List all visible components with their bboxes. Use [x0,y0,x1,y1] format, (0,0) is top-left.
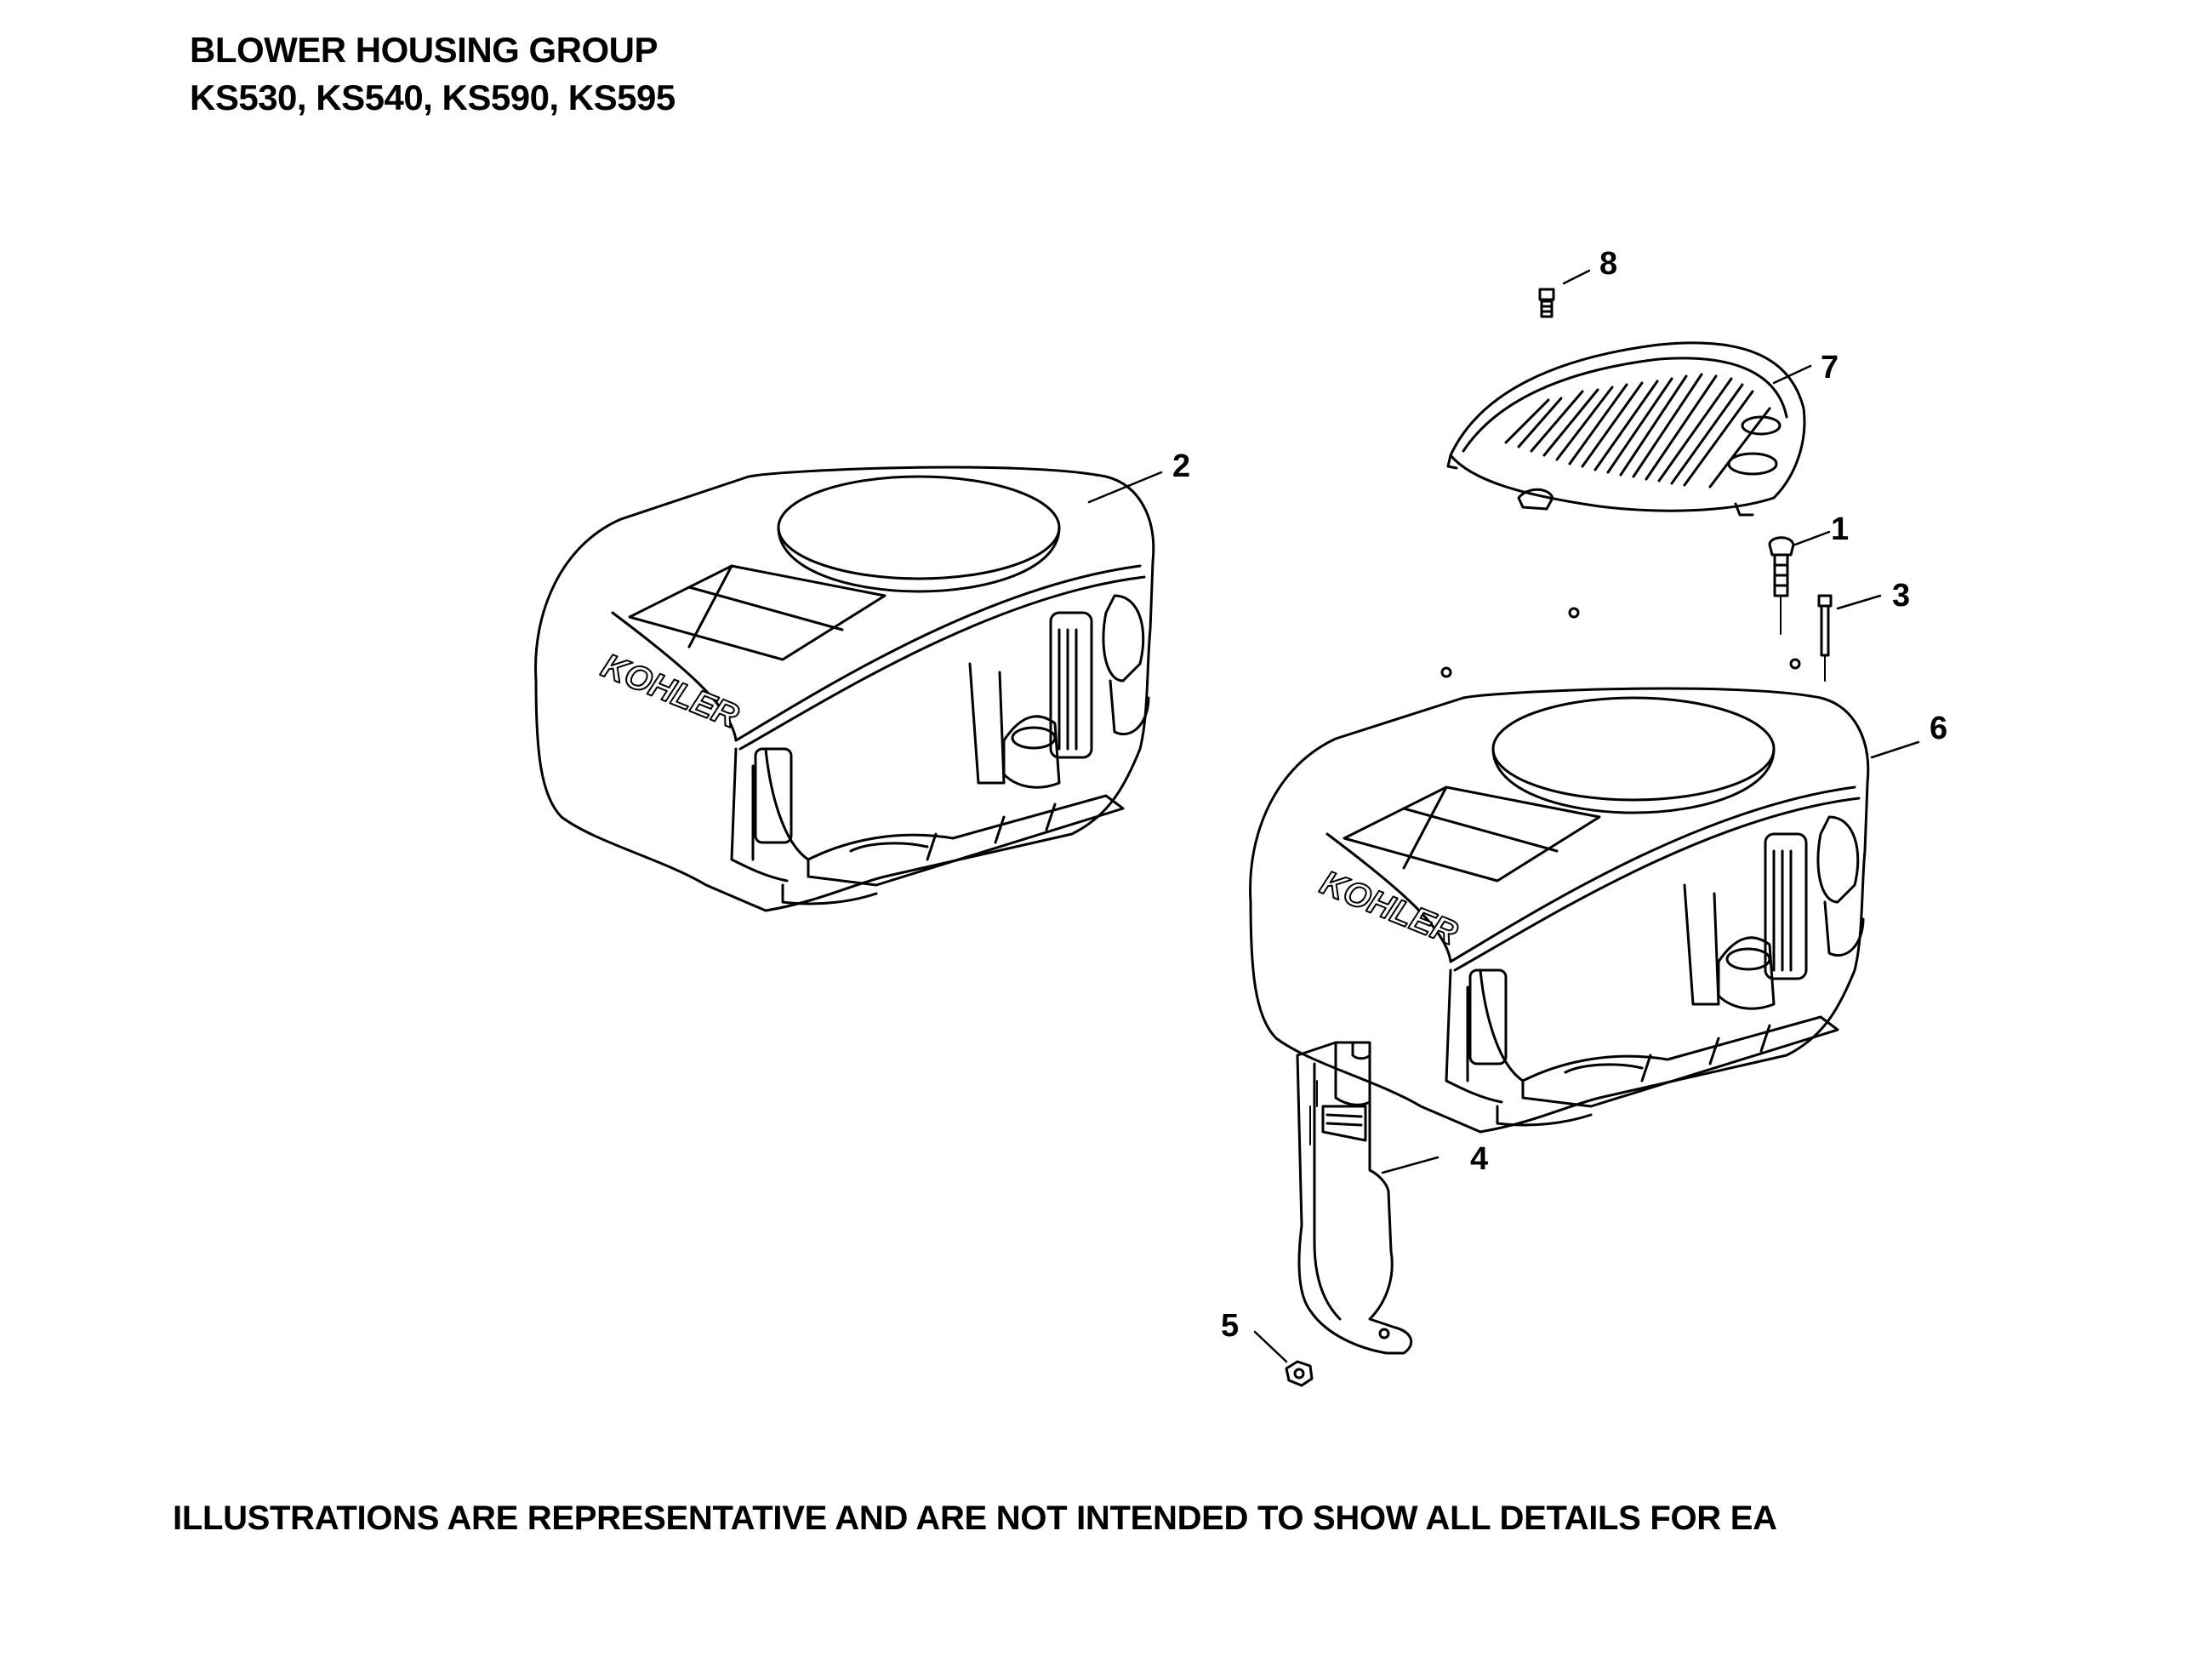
leader-lines [1087,269,1920,1363]
housing-right-logo: KOHLER [1315,864,1462,952]
leader-7 [1772,364,1812,385]
leader-3 [1836,594,1882,610]
leader-4 [1381,1156,1440,1174]
blower-housing-left: KOHLER [534,466,1155,912]
blower-housing-right: KOHLER [1249,607,1870,1134]
small-screw [1817,594,1833,682]
leader-2 [1087,471,1163,504]
model-list: KS530, KS540, KS590, KS595 [190,77,676,117]
callout-7: 7 [1821,350,1839,386]
callout-5: 5 [1221,1308,1239,1344]
callout-4: 4 [1470,1141,1488,1177]
callout-3: 3 [1892,578,1910,614]
callout-8: 8 [1599,246,1617,282]
leader-8 [1562,269,1591,285]
grille-screw [1538,288,1555,318]
callout-1: 1 [1831,511,1849,547]
hex-nut [1285,1360,1314,1387]
housing-left-logo: KOHLER [596,647,744,735]
leader-5 [1253,1330,1288,1363]
callout-6: 6 [1930,711,1947,746]
disclaimer-note: ILLUSTRATIONS ARE REPRESENTATIVE AND ARE… [173,1499,1777,1537]
grille-screen [1446,341,1806,517]
leader-1 [1793,530,1831,546]
mounting-bolt [1768,536,1795,635]
diagram-title: BLOWER HOUSING GROUP [190,30,658,70]
baffle-bracket [1296,1041,1413,1355]
leader-6 [1870,740,1920,759]
callout-2: 2 [1172,448,1190,484]
